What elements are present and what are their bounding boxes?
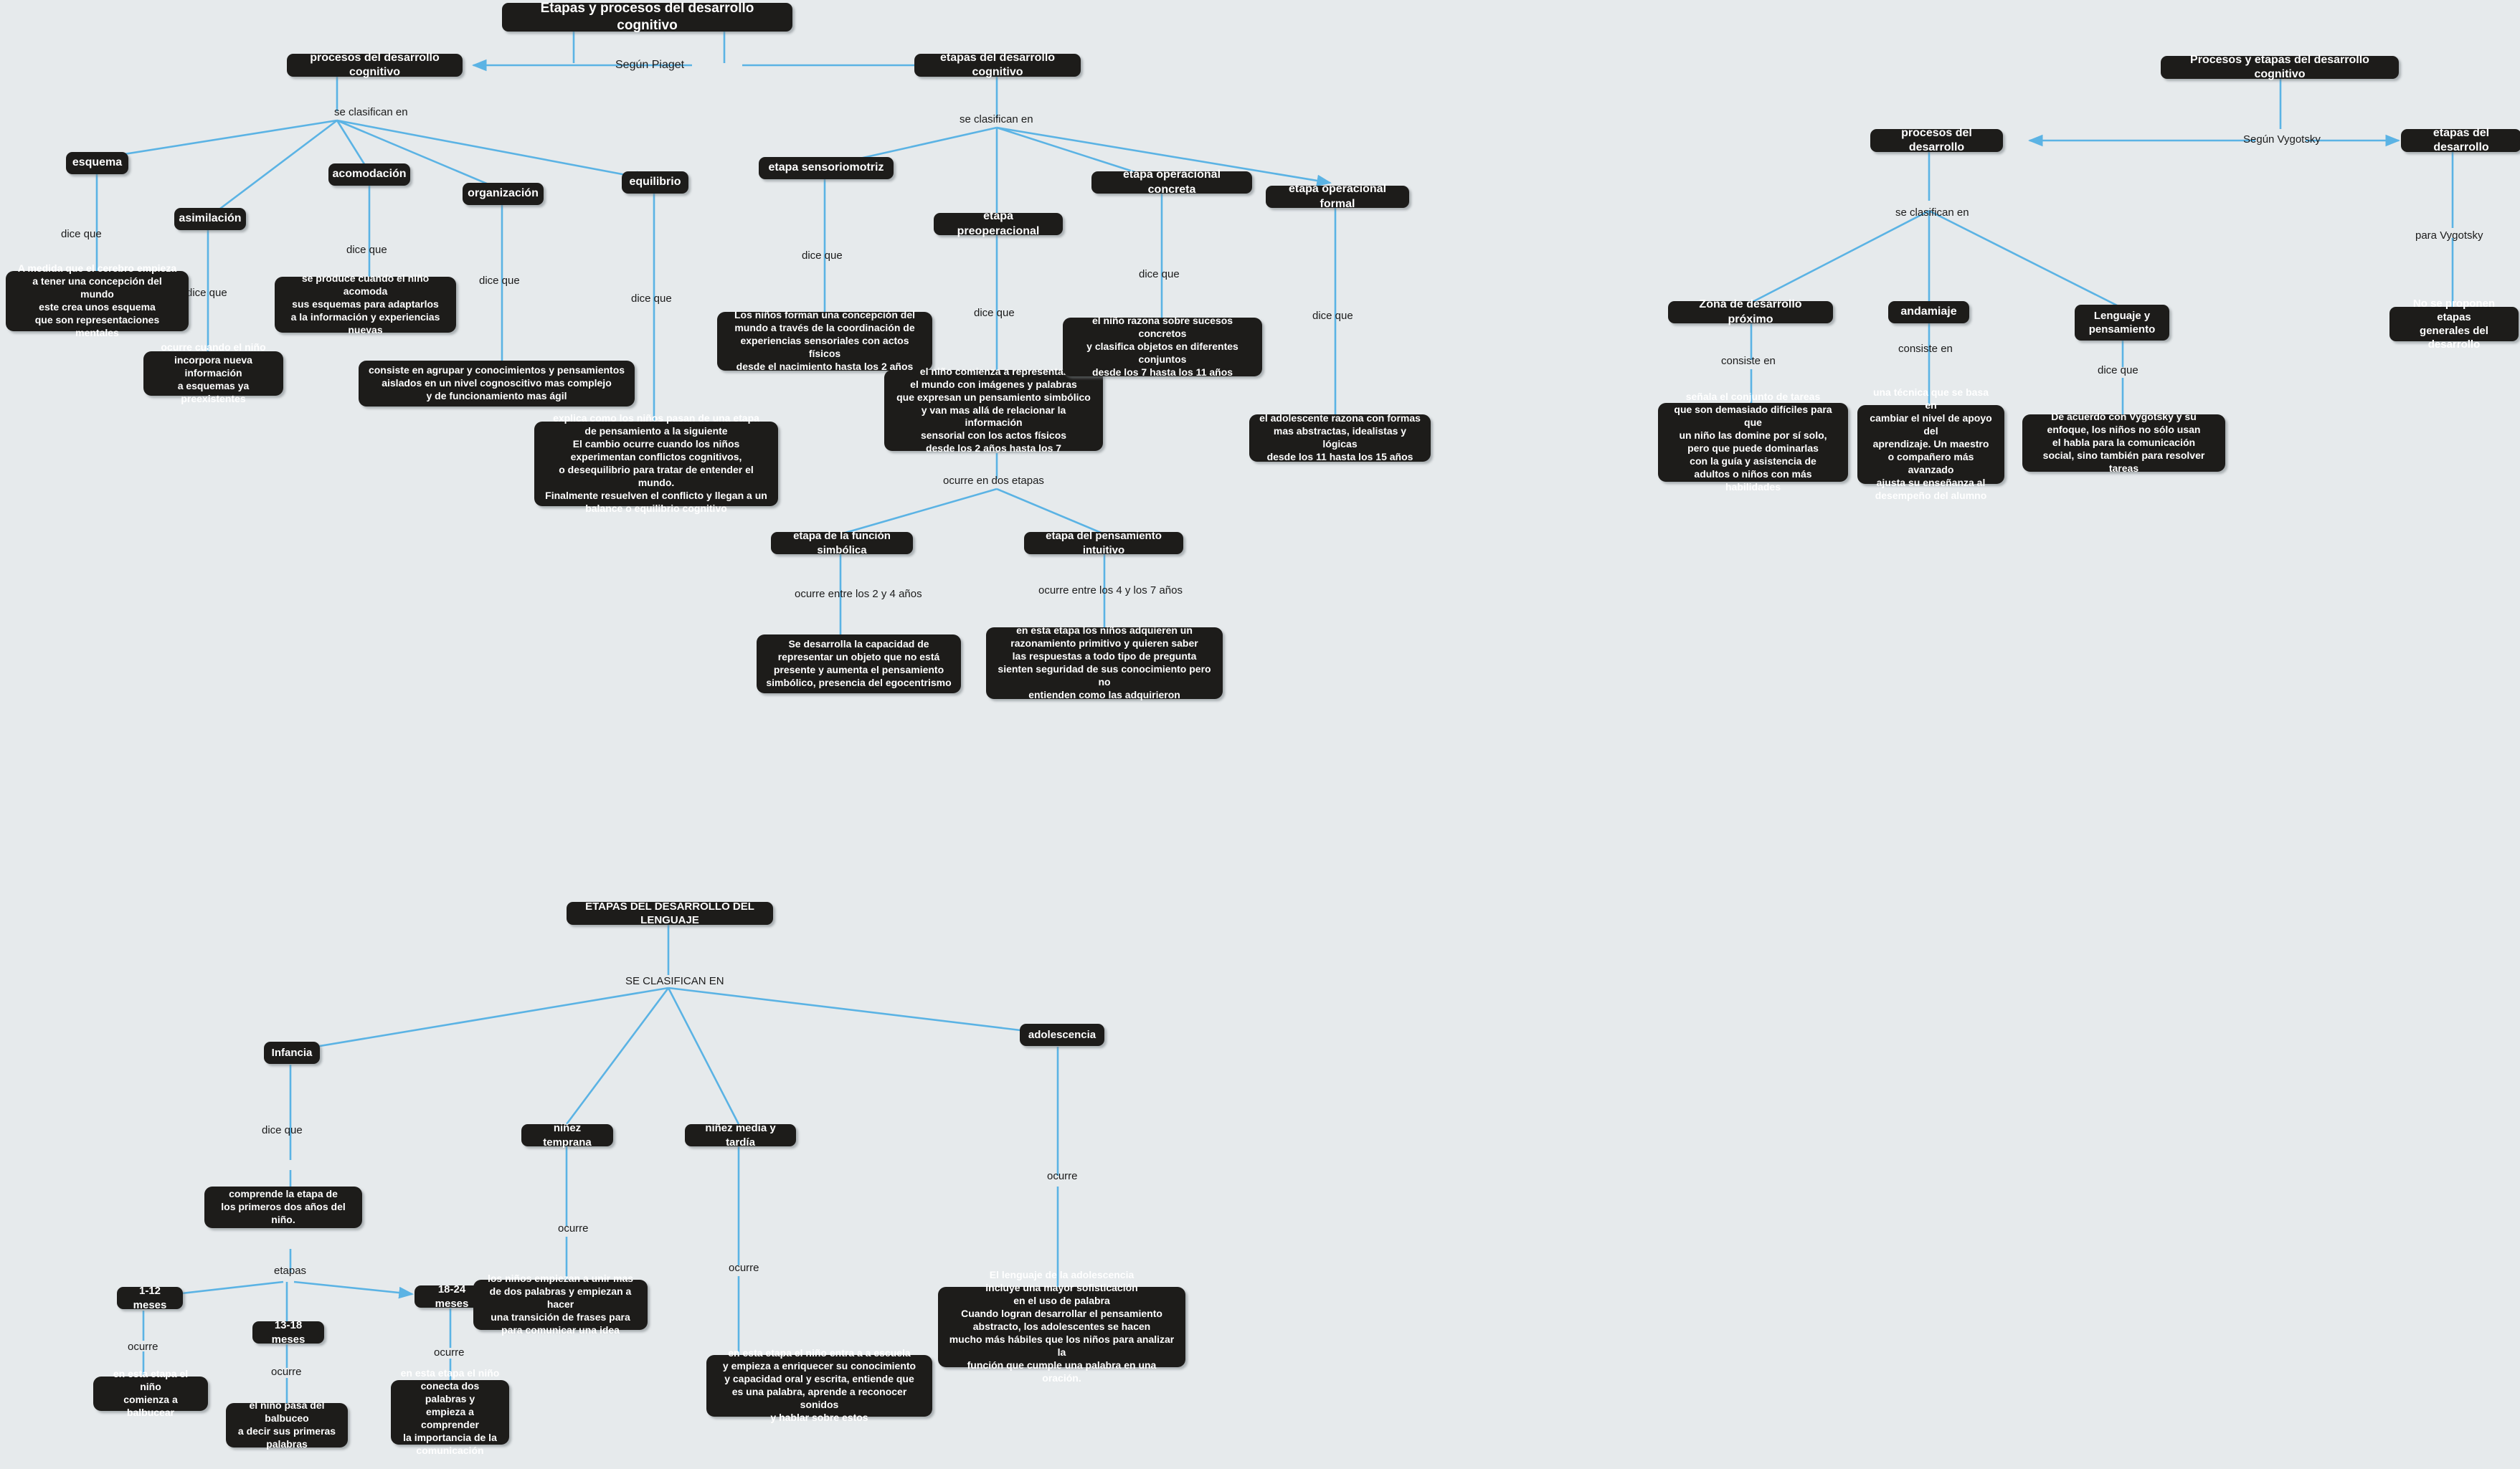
link-label-dice-organizacion: dice que — [479, 275, 520, 287]
link-label-ocurre-13-18: ocurre — [271, 1366, 302, 1378]
piaget-pensamiento-intuitivo-description[interactable]: en esta etapa los niños adquieren un raz… — [986, 624, 1223, 700]
piaget-asimilacion-node[interactable]: asimilación — [174, 208, 246, 230]
vygotsky-lenguaje-pensamiento-node[interactable]: Lenguaje y pensamiento — [2075, 305, 2169, 341]
link-label-ocurre-media: ocurre — [729, 1262, 759, 1274]
piaget-asimilacion-description[interactable]: ocurre cuando el niño incorpora nueva in… — [143, 341, 283, 404]
link-label-dice-acomodacion: dice que — [346, 244, 387, 256]
piaget-acomodacion-description[interactable]: se produce cuando el niño acomoda sus es… — [275, 272, 456, 336]
lenguaje-1-12-meses-node[interactable]: 1-12 meses — [117, 1285, 183, 1311]
piaget-esquema-node[interactable]: esquema — [66, 152, 128, 174]
lenguaje-infancia-description[interactable]: comprende la etapa de los primeros dos a… — [204, 1187, 362, 1228]
piaget-organizacion-description[interactable]: consiste en agrupar y conocimientos y pe… — [359, 361, 635, 407]
lenguaje-infancia-node[interactable]: Infancia — [264, 1042, 320, 1064]
vygotsky-andamiaje-description[interactable]: una técnica que se basa en cambiar el ni… — [1857, 386, 2004, 501]
piaget-esquema-description[interactable]: A medida que el cerebro empieza a tener … — [6, 262, 189, 338]
piaget-organizacion-node[interactable]: organización — [463, 183, 544, 205]
link-label-dice-asimilacion: dice que — [186, 287, 227, 299]
link-label-consiste-andamiaje: consiste en — [1898, 343, 1953, 355]
piaget-root-node[interactable]: Etapas y procesos del desarrollo cogniti… — [502, 1, 792, 33]
link-label-dice-sensoriomotriz: dice que — [802, 249, 843, 262]
link-label-dice-infancia: dice que — [262, 1124, 303, 1136]
lenguaje-18-24-meses-description[interactable]: en esta etapa el niño conecta dos palabr… — [391, 1367, 509, 1456]
piaget-procesos-node[interactable]: procesos del desarrollo cognitivo — [287, 52, 463, 78]
lenguaje-root-node[interactable]: ETAPAS DEL DESARROLLO DEL LENGUAJE — [567, 900, 773, 926]
lenguaje-13-18-meses-node[interactable]: 13-18 meses — [252, 1319, 324, 1346]
piaget-acomodacion-node[interactable]: acomodación — [328, 163, 410, 186]
piaget-funcion-simbolica-node[interactable]: etapa de la función simbólica — [771, 530, 913, 556]
piaget-equilibrio-description[interactable]: explica como los niños pasan de una etap… — [534, 412, 778, 514]
lenguaje-1-12-meses-description[interactable]: en esta etapa el niño comienza a balbuce… — [93, 1368, 208, 1418]
vygotsky-procesos-node[interactable]: procesos del desarrollo — [1870, 127, 2003, 153]
link-label-dice-equilibrio: dice que — [631, 293, 672, 305]
vygotsky-lenguaje-description[interactable]: De acuerdo con Vygotsky y su enfoque, lo… — [2022, 411, 2225, 474]
lenguaje-ninez-temprana-node[interactable]: niñez temprana — [521, 1122, 613, 1149]
link-label-clasifican-procesos: se clasifican en — [334, 106, 408, 118]
lenguaje-ninez-media-node[interactable]: niñez media y tardía — [685, 1122, 796, 1149]
piaget-operacional-formal-description[interactable]: el adolescente razona con formas mas abs… — [1249, 412, 1431, 462]
vygotsky-root-node[interactable]: Procesos y etapas del desarrollo cogniti… — [2161, 54, 2399, 80]
vygotsky-zdp-node[interactable]: Zona de desarrollo próximo — [1668, 298, 1833, 325]
lenguaje-ninez-temprana-description[interactable]: los niños empiezan a unir mas de dos pal… — [473, 1273, 648, 1336]
piaget-operacional-concreta-description[interactable]: el niño razona sobre sucesos concretos y… — [1063, 315, 1262, 378]
piaget-operacional-formal-node[interactable]: etapa operacional formal — [1266, 183, 1409, 210]
link-label-entre-2-4: ocurre entre los 2 y 4 años — [795, 588, 922, 600]
link-label-ocurre-adolescencia: ocurre — [1047, 1170, 1078, 1182]
link-label-ocurre-temprana: ocurre — [558, 1222, 589, 1235]
vygotsky-etapas-node[interactable]: etapas del desarrollo — [2401, 127, 2520, 153]
link-label-para-vygotsky: para Vygotsky — [2415, 229, 2483, 242]
link-label-dice-op-formal: dice que — [1312, 310, 1353, 322]
lenguaje-adolescencia-description[interactable]: El lenguaje de la adolescencia incluye u… — [938, 1269, 1185, 1384]
link-label-dice-esquema: dice que — [61, 228, 102, 240]
link-label-dos-etapas: ocurre en dos etapas — [943, 475, 1044, 487]
link-label-segun-vygotsky: Según Vygotsky — [2243, 133, 2321, 146]
vygotsky-zdp-description[interactable]: señala el conjunto de tareas que son dem… — [1658, 391, 1848, 493]
piaget-etapas-node[interactable]: etapas del desarrollo cognitivo — [914, 52, 1081, 78]
lenguaje-adolescencia-node[interactable]: adolescencia — [1020, 1024, 1104, 1046]
piaget-preoperacional-description[interactable]: el niño comienza a representar el mundo … — [884, 366, 1103, 454]
vygotsky-andamiaje-node[interactable]: andamiaje — [1888, 301, 1969, 323]
link-label-dice-lenguaje: dice que — [2098, 364, 2138, 376]
link-label-dice-op-concreta: dice que — [1139, 268, 1180, 280]
lenguaje-ninez-media-description[interactable]: en esta etapa el niño entra a a escuela … — [706, 1347, 932, 1423]
link-label-vygotsky-clasifican: se clasifican en — [1895, 206, 1969, 219]
link-label-clasifican-etapas: se clasifican en — [960, 113, 1033, 125]
link-label-ocurre-1-12: ocurre — [128, 1341, 158, 1353]
link-label-lenguaje-clasifican: SE CLASIFICAN EN — [625, 975, 724, 987]
piaget-preoperacional-node[interactable]: etapa preoperacional — [934, 210, 1063, 237]
piaget-sensoriomotriz-description[interactable]: Los niños forman una concepción del mund… — [717, 309, 932, 372]
link-label-segun-piaget: Según Piaget — [615, 59, 685, 71]
vygotsky-no-etapas-node[interactable]: No se proponen etapas generales del desa… — [2389, 298, 2519, 351]
lenguaje-13-18-meses-description[interactable]: el niño pasa del balbuceo a decir sus pr… — [226, 1399, 348, 1450]
piaget-operacional-concreta-node[interactable]: etapa operacional concreta — [1091, 168, 1252, 196]
piaget-pensamiento-intuitivo-node[interactable]: etapa del pensamiento intuitivo — [1024, 530, 1183, 556]
link-label-entre-4-7: ocurre entre los 4 y los 7 años — [1038, 584, 1183, 596]
link-label-ocurre-18-24: ocurre — [434, 1346, 465, 1359]
link-label-etapas-infancia: etapas — [274, 1265, 307, 1277]
piaget-funcion-simbolica-description[interactable]: Se desarrolla la capacidad de representa… — [757, 634, 961, 693]
link-label-dice-preoperacional: dice que — [974, 307, 1015, 319]
piaget-sensoriomotriz-node[interactable]: etapa sensoriomotriz — [759, 157, 894, 179]
link-label-consiste-zdp: consiste en — [1721, 355, 1776, 367]
piaget-equilibrio-node[interactable]: equilibrio — [622, 171, 688, 194]
